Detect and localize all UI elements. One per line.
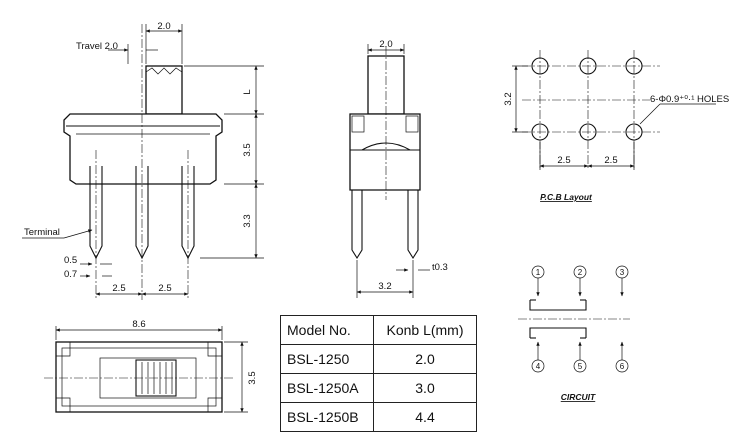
knob-length-cell: 3.0: [373, 373, 477, 403]
pin-number-1: 1: [536, 268, 541, 277]
column-header-model: Model No.: [280, 315, 374, 345]
pcb-layout: 3.2 6-Φ0.9⁺⁰·¹ HOLES 2.5 2.5 P.C.B Layou…: [503, 50, 729, 202]
table-row: BSL-1250 2.0: [280, 344, 477, 374]
pin-number-3: 3: [620, 268, 625, 277]
pcb-holes-note: 6-Φ0.9⁺⁰·¹ HOLES: [650, 94, 729, 105]
pcb-caption: P.C.B Layout: [540, 192, 593, 202]
pin-thickness-dim: t0.3: [432, 262, 448, 273]
bottom-housing: [55, 341, 223, 413]
bottom-length-dim: 8.6: [132, 319, 145, 330]
lower-contact-bar: [529, 327, 587, 338]
pin-number-5: 5: [578, 362, 583, 371]
travel-label: Travel 2.0: [76, 41, 118, 52]
side-pin-left: [351, 190, 363, 260]
model-cell: BSL-1250B: [280, 402, 374, 432]
table-header-row: Model No. Konb L(mm): [280, 315, 477, 345]
pcb-hole-4: [531, 123, 549, 141]
pcb-hole-2: [579, 57, 597, 75]
upper-height-dim: 3.5: [242, 143, 253, 156]
front-pitch-right: 2.5: [158, 283, 171, 294]
pcb-row-spacing: 3.2: [503, 92, 514, 105]
knob-break-line: [145, 67, 183, 75]
table-row: BSL-1250A 3.0: [280, 373, 477, 403]
knob-length-cell: 2.0: [373, 344, 477, 374]
side-pin-right: [407, 190, 419, 260]
pin-number-2: 2: [578, 268, 583, 277]
pcb-hole-3: [625, 57, 643, 75]
upper-contact-bar: [529, 300, 587, 311]
circuit-diagram: 1 2 3 4 5 6 CIRCUIT: [518, 265, 630, 402]
model-cell: BSL-1250A: [280, 373, 374, 403]
circuit-caption: CIRCUIT: [561, 392, 596, 402]
side-view: 2.0 t0.3 3.2: [349, 39, 448, 298]
front-housing: [63, 113, 223, 185]
knob-length-label: L: [242, 89, 253, 94]
side-width-dim: 3.2: [378, 281, 391, 292]
model-spec-table: Model No. Konb L(mm) BSL-1250 2.0 BSL-12…: [280, 315, 477, 432]
bottom-view: 8.6 3.5: [44, 319, 258, 413]
front-top-dim: 2.0: [157, 21, 170, 32]
front-knob: [145, 65, 183, 115]
bottom-height-dim: 3.5: [247, 371, 258, 384]
terminal-label: Terminal: [24, 227, 60, 238]
column-header-knob: Konb L(mm): [373, 315, 477, 345]
pin-number-6: 6: [620, 362, 625, 371]
side-housing: [349, 113, 421, 191]
side-top-dim: 2.0: [379, 39, 392, 50]
pcb-pitch-right: 2.5: [604, 155, 617, 166]
dim-0-5: 0.5: [64, 255, 77, 266]
front-pitch-left: 2.5: [112, 283, 125, 294]
lower-height-dim: 3.3: [242, 214, 253, 227]
front-view: 2.0 Travel 2.0 L 3.5 3.3 Terminal 0.5 0.…: [22, 21, 264, 300]
dim-0-7: 0.7: [64, 269, 77, 280]
knob-length-cell: 4.4: [373, 402, 477, 432]
pcb-pitch-left: 2.5: [557, 155, 570, 166]
pcb-hole-6: [625, 123, 643, 141]
pcb-hole-5: [579, 123, 597, 141]
model-cell: BSL-1250: [280, 344, 374, 374]
table-row: BSL-1250B 4.4: [280, 402, 477, 432]
pcb-hole-1: [531, 57, 549, 75]
pin-number-4: 4: [536, 362, 541, 371]
